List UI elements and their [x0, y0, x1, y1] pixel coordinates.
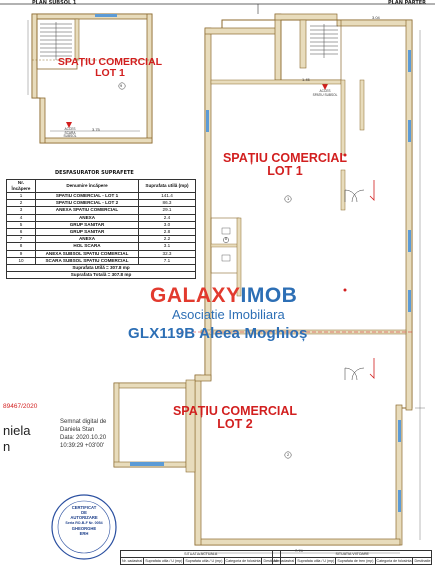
col-header-number: Nr. Încăpere [6, 179, 36, 193]
signed-line-1: Semnat digital de [60, 419, 107, 425]
stamp-text: CERTIFICAT DE AUTORIZARE Seria RO-B-F Nr… [65, 505, 103, 537]
col-header-area: Suprafata utilă (mp) [138, 179, 196, 193]
lot2-room-label: SPAȚIU COMERCIAL LOT 2 [172, 404, 298, 432]
signer-name-fragment-2: n [3, 439, 11, 454]
signer-name-fragment: niela [3, 423, 31, 438]
dimension-top-right: 3.04 [372, 15, 380, 20]
digital-signature-block: Semnat digital de Daniela Stan Data: 202… [60, 418, 106, 450]
basement-room-label: SPAȚIU COMERCIAL LOT 1 [57, 56, 163, 80]
basement-stair [40, 22, 72, 60]
watermark-reference: GLX119B Aleea Moghioș [128, 325, 308, 342]
lot1-doors [344, 189, 365, 381]
signed-line-3: Data: 2020.10.20 [60, 435, 107, 441]
watermark-brand-suffix: IMOB [240, 284, 298, 307]
stair-note-left: ACCES SCARA SUBSOL [63, 127, 77, 139]
surface-table: Nr. Încăpere Denumire încăpere Suprafata… [6, 179, 196, 280]
table-total-overall: Suprafata Totală = 307.8 mp [6, 271, 196, 280]
watermark-subtitle: Asociatie Imobiliara [172, 307, 285, 322]
watermark-brand: GALAXYIMOB [150, 284, 297, 308]
col-header-name: Denumire încăpere [35, 179, 139, 193]
room-number-circle [118, 82, 126, 90]
room-number-lot1: 1 [287, 196, 290, 201]
room-number-lot2: 2 [287, 452, 290, 457]
room-number-basement: 9 [120, 83, 123, 88]
stair-note-right: ACCES SPATIU SUBSOL [312, 89, 338, 97]
basement-plan [27, 13, 153, 144]
lot1-room-label: SPAȚIU COMERCIAL LOT 1 [222, 151, 348, 179]
surface-table-header: Nr. Încăpere Denumire încăpere Suprafata… [6, 179, 196, 193]
facade-windows [398, 50, 411, 512]
footer-table-future: SITUATIA VIITOARE Nr. cadastral Suprafat… [271, 550, 433, 565]
watermark-brand-prefix: GALAXY [150, 284, 241, 307]
dimension-basement-bottom: 3.75 [92, 127, 100, 132]
ground-plan-title: PLAN PARTER [388, 0, 427, 6]
surface-table-title: DESFASURATOR SUPRAFETE [55, 170, 134, 176]
access-arrow-icon [66, 122, 72, 128]
footer-right-header: SITUATIA VIITOARE [271, 550, 433, 558]
authorization-stamp [51, 494, 117, 560]
dimension-small-top: 1.45 [302, 77, 310, 82]
entry-arrow-icon-2 [369, 358, 375, 379]
room-number-stair: 8 [225, 237, 227, 241]
basement-plan-title: PLAN SUBSOL 1 [32, 0, 77, 6]
signed-line-4: 10:39:29 +03'00' [60, 443, 105, 449]
cadastral-number: 89467/2020 [3, 403, 38, 410]
ground-access-arrow-icon [322, 84, 328, 90]
ground-stair [310, 24, 338, 58]
signed-line-2: Daniela Stan [60, 427, 95, 433]
table-total-useful: Suprafata Utilă = 307.8 mp [6, 263, 196, 273]
ground-floor-plan [113, 13, 425, 554]
entry-arrow-icon [369, 180, 375, 201]
footer-left-header: SITUATIA ACTUALA [119, 550, 282, 558]
